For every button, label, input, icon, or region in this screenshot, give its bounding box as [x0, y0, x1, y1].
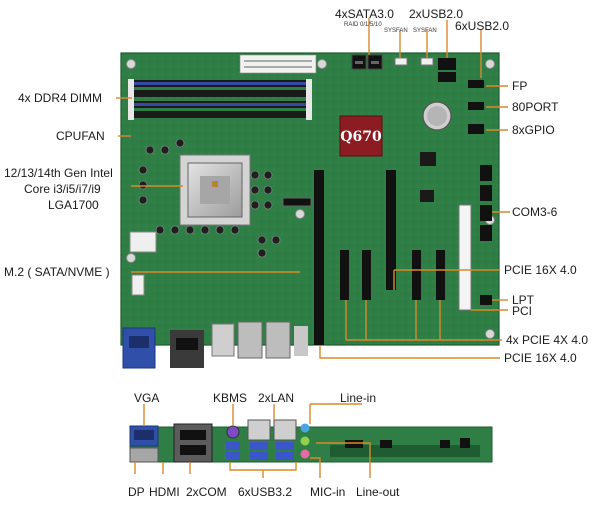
pcie-x16-slot — [314, 170, 324, 345]
mounting-hole — [485, 59, 495, 69]
audio-block — [294, 326, 308, 356]
mounting-hole — [126, 59, 136, 69]
usb32-port — [276, 442, 294, 450]
usb32-port — [226, 452, 240, 460]
label-mic-in: MIC-in — [310, 485, 346, 499]
callout-lines — [116, 18, 510, 478]
label-cpu-line1: 12/13/14th Gen Intel — [4, 166, 113, 180]
label-pcie4x: 4x PCIE 4X 4.0 — [506, 333, 589, 347]
label-gpio: 8xGPIO — [512, 123, 555, 137]
main-board: Q670 — [120, 52, 500, 346]
audio-mic-in — [300, 449, 310, 459]
label-vga: VGA — [134, 391, 160, 405]
io-panel — [129, 419, 493, 463]
lan-connector — [273, 419, 297, 441]
label-fp: FP — [512, 79, 528, 93]
label-lpt: LPT — [512, 293, 535, 307]
usb-stack — [211, 323, 235, 357]
power-connector — [129, 231, 157, 253]
label-usb32: 6xUSB3.2 — [238, 485, 293, 499]
kbms-port — [226, 425, 240, 439]
label-lan: 2xLAN — [258, 391, 295, 405]
pcie-x4-slot — [340, 250, 349, 300]
fp-headers — [468, 80, 484, 134]
label-hdmi: HDMI — [149, 485, 180, 499]
ic-chip — [420, 152, 436, 166]
pcie-slots — [314, 170, 472, 345]
sysfan-connector — [394, 57, 408, 66]
audio-line-out — [300, 436, 310, 446]
vrm-capacitors — [138, 138, 281, 258]
label-sysfan-2: SYSFAN — [413, 28, 437, 34]
top-header-strip — [239, 54, 317, 74]
pcie-x16-slot — [386, 170, 396, 290]
label-usb20-6: 6xUSB2.0 — [455, 19, 510, 33]
mounting-hole — [126, 253, 136, 263]
label-80port: 80PORT — [512, 100, 559, 114]
chipset-label: Q670 — [340, 129, 382, 145]
dp-hdmi-block — [129, 447, 159, 463]
dimm-slots — [128, 79, 312, 120]
label-dp: DP — [128, 485, 145, 499]
pcie-x4-slot — [362, 250, 371, 300]
label-raid: RAID 0/1/5/10 — [344, 22, 382, 28]
lpt-header — [480, 295, 492, 305]
audio-line-in — [300, 423, 310, 433]
usb-header — [438, 72, 456, 82]
com-headers — [480, 165, 492, 241]
m2-slot — [282, 197, 312, 207]
pcie-x4-slot — [412, 250, 421, 300]
com-connector — [173, 423, 213, 463]
usb32-port — [226, 442, 240, 450]
label-cpu-line3: LGA1700 — [48, 198, 99, 212]
label-io-com: 2xCOM — [186, 485, 227, 499]
label-pcie16-bottom: PCIE 16X 4.0 — [504, 351, 577, 365]
usb-header — [438, 58, 456, 70]
power-connector — [131, 274, 145, 296]
pci-slot — [458, 204, 472, 311]
usb32-port — [276, 452, 294, 460]
header-pins — [244, 60, 312, 68]
label-pcie16-top: PCIE 16X 4.0 — [504, 263, 577, 277]
sysfan-connector — [420, 57, 434, 66]
mounting-hole — [295, 209, 305, 219]
label-m2: M.2 ( SATA/NVME ) — [4, 265, 110, 279]
label-com36: COM3-6 — [512, 205, 558, 219]
label-kbms: KBMS — [213, 391, 248, 405]
label-sata: 4xSATA3.0 — [335, 7, 394, 21]
label-line-out: Line-out — [356, 485, 400, 499]
mounting-hole — [485, 329, 495, 339]
sata-connectors — [351, 54, 383, 70]
pcie-x4-slot — [436, 250, 445, 300]
lan-connector — [247, 419, 271, 441]
lan-port — [237, 321, 263, 359]
mounting-hole — [317, 59, 327, 69]
usb32-port — [250, 452, 268, 460]
ic-chip — [420, 190, 434, 202]
usb32-port — [250, 442, 268, 450]
rear-io-top — [122, 321, 308, 369]
lan-port — [265, 321, 291, 359]
label-sysfan-1: SYSFAN — [384, 28, 408, 34]
label-dimm: 4x DDR4 DIMM — [18, 91, 103, 105]
label-usb20-2: 2xUSB2.0 — [409, 7, 464, 21]
label-cpu-line2: Core i3/i5/i7/i9 — [24, 182, 101, 196]
label-cpufan: CPUFAN — [56, 129, 105, 143]
label-pci: PCI — [512, 304, 533, 318]
label-line-in: Line-in — [340, 391, 377, 405]
chipset — [339, 115, 383, 157]
